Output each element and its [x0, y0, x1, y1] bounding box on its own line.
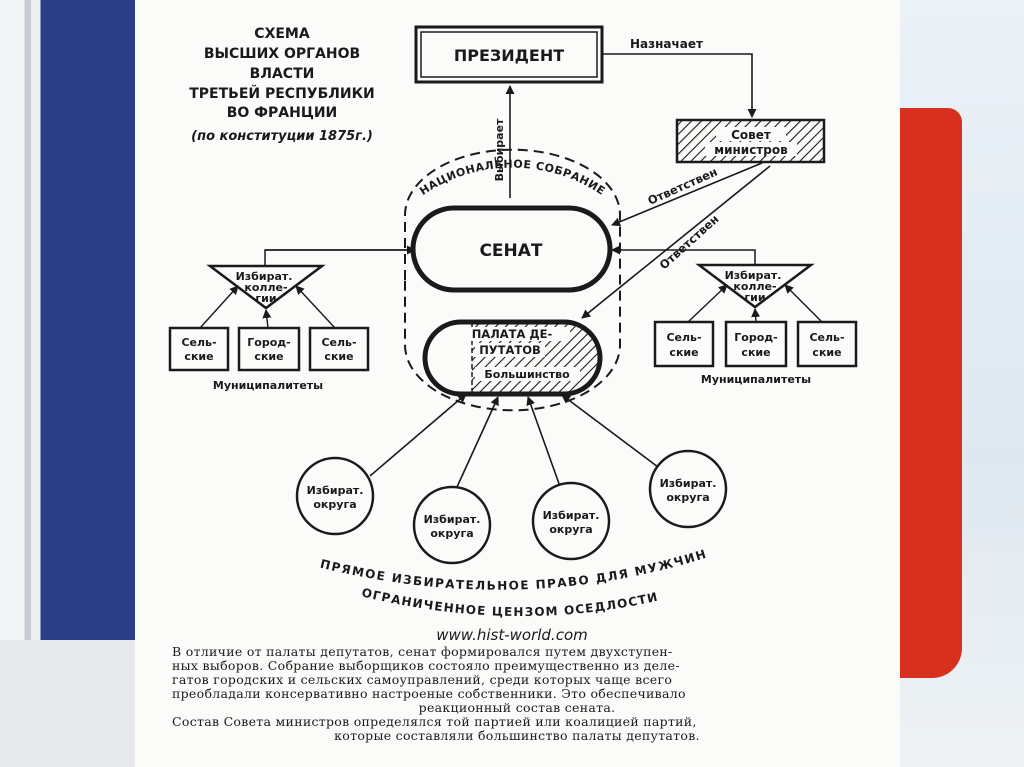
svg-text:Город-: Город-	[247, 336, 290, 349]
svg-text:Сель-: Сель-	[809, 331, 844, 344]
chamber-label-line1: ПАЛАТА ДЕ-	[472, 327, 553, 341]
svg-text:ские: ские	[254, 350, 283, 363]
diagram-title: СХЕМА ВЫСШИХ ОРГАНОВ ВЛАСТИ ТРЕТЬЕЙ РЕСП…	[189, 26, 375, 144]
left-rural-box-2: Сель- ские	[310, 328, 368, 370]
right-municipalities: Сель- ские Город- ские Сель- ские Муници…	[655, 322, 856, 386]
district-arrows	[370, 394, 662, 498]
right-urban-box: Город- ские	[726, 322, 786, 366]
district-1: Избират. округа	[297, 458, 373, 534]
svg-text:Сель-: Сель-	[321, 336, 356, 349]
council-of-ministers-box: Совет министров	[677, 120, 824, 162]
senate-node: СЕНАТ	[413, 208, 610, 290]
svg-text:Избират.: Избират.	[543, 509, 600, 522]
svg-text:округа: округа	[313, 498, 356, 511]
president-box: ПРЕЗИДЕНТ	[416, 27, 602, 82]
council-label-line1: Совет	[731, 128, 771, 142]
suffrage-line-1: ПРЯМОЕ ИЗБИРАТЕЛЬНОЕ ПРАВО ДЛЯ МУЖЧИН	[319, 547, 709, 593]
district-2: Избират. округа	[414, 487, 490, 563]
svg-text:гии: гии	[744, 291, 765, 304]
title-line-5: ВО ФРАНЦИИ	[227, 105, 338, 121]
title-line-1: СХЕМА	[254, 26, 310, 42]
chamber-of-deputies-node: ПАЛАТА ДЕ- ПУТАТОВ Большинство	[425, 322, 602, 394]
title-subtitle: (по конституции 1875г.)	[191, 129, 373, 144]
suffrage-text: ПРЯМОЕ ИЗБИРАТЕЛЬНОЕ ПРАВО ДЛЯ МУЖЧИН ОГ…	[319, 547, 709, 619]
title-line-4: ТРЕТЬЕЙ РЕСПУБЛИКИ	[189, 85, 375, 102]
svg-text:Избират.: Избират.	[424, 513, 481, 526]
caption-line-2: ных выборов. Собрание выборщиков состоял…	[172, 658, 862, 673]
elects-arrow: Выбирает	[493, 86, 510, 198]
right-electoral-college: Избират. колле- гии	[612, 250, 822, 322]
right-rural-box-2: Сель- ские	[798, 322, 856, 366]
svg-text:Город-: Город-	[734, 331, 777, 344]
svg-text:округа: округа	[549, 523, 592, 536]
right-rural-box: Сель- ские	[655, 322, 713, 366]
right-municipalities-label: Муниципалитеты	[701, 373, 811, 386]
title-line-3: ВЛАСТИ	[250, 66, 315, 82]
senate-label: СЕНАТ	[479, 241, 542, 261]
responsible-label-2: Ответствен	[657, 212, 722, 272]
left-municipalities-label: Муниципалитеты	[213, 379, 323, 392]
council-label-line2: министров	[714, 143, 788, 157]
caption-line-5: реакционный состав сената.	[172, 700, 862, 715]
svg-text:ские: ские	[324, 350, 353, 363]
svg-text:ские: ские	[741, 346, 770, 359]
appoints-arrow: Назначает	[602, 37, 752, 117]
left-urban-box: Город- ские	[239, 328, 299, 370]
left-rural-box: Сель- ские	[170, 328, 228, 370]
caption-line-6: Состав Совета министров определялся той …	[172, 714, 862, 729]
svg-text:округа: округа	[666, 491, 709, 504]
title-line-2: ВЫСШИХ ОРГАНОВ	[204, 46, 360, 62]
chamber-label-line2: ПУТАТОВ	[479, 343, 541, 357]
left-municipalities: Сель- ские Город- ские Сель- ские Муници…	[170, 328, 368, 392]
elects-label: Выбирает	[493, 118, 506, 181]
caption-line-3: гатов городских и сельских самоуправлени…	[172, 672, 862, 687]
svg-text:гии: гии	[255, 292, 276, 305]
svg-text:Сель-: Сель-	[181, 336, 216, 349]
district-4: Избират. округа	[650, 451, 726, 527]
svg-text:Избират.: Избират.	[307, 484, 364, 497]
caption-line-4: преобладали консервативно настроеные соб…	[172, 686, 862, 701]
svg-text:округа: округа	[430, 527, 473, 540]
caption-line-7: которые составляли большинство палаты де…	[172, 728, 862, 743]
svg-text:ские: ские	[812, 346, 841, 359]
majority-label: Большинство	[484, 368, 570, 381]
svg-text:ские: ские	[184, 350, 213, 363]
appoints-label: Назначает	[630, 37, 703, 51]
watermark: www.hist-world.com	[436, 626, 588, 644]
caption-line-1: В отличие от палаты депутатов, сенат фор…	[172, 644, 862, 659]
svg-text:Сель-: Сель-	[666, 331, 701, 344]
president-label: ПРЕЗИДЕНТ	[454, 46, 564, 65]
left-electoral-college: Избират. колле- гии	[200, 250, 415, 328]
district-3: Избират. округа	[533, 483, 609, 559]
responsible-label-1: Ответствен	[646, 165, 720, 208]
svg-text:Избират.: Избират.	[660, 477, 717, 490]
svg-text:ские: ские	[669, 346, 698, 359]
